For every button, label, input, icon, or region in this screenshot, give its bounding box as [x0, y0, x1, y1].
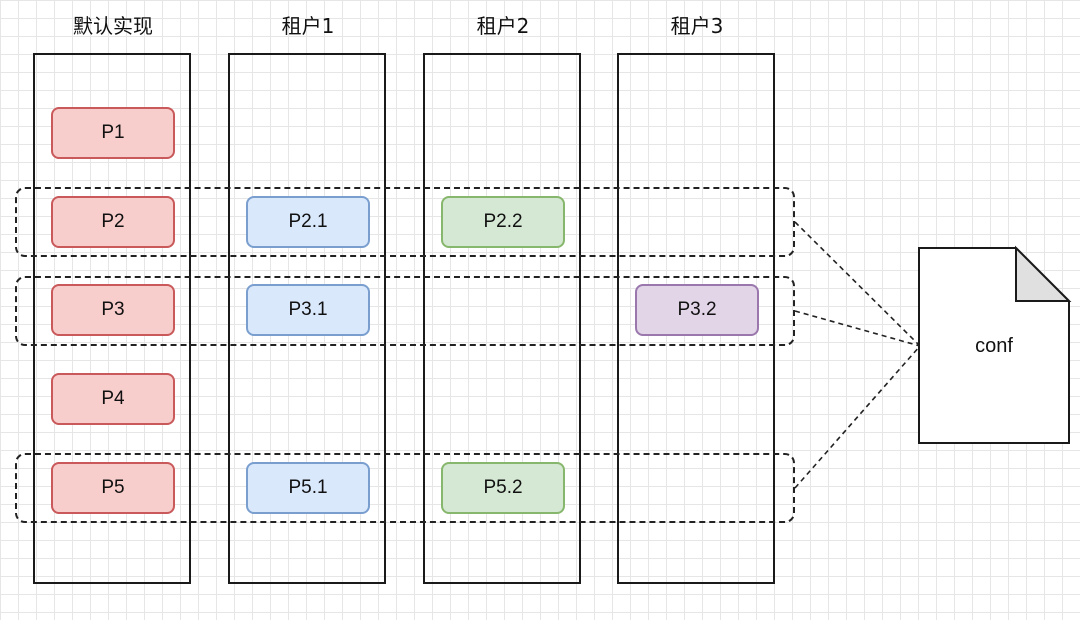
- config-group-p3: [15, 276, 795, 346]
- config-group-p2: [15, 187, 795, 257]
- column-title-default: 默认实现: [73, 14, 153, 38]
- column-tenant-1: [228, 53, 386, 584]
- node-p2-1[interactable]: P2.1: [246, 196, 370, 248]
- column-tenant-3: [617, 53, 775, 584]
- config-group-p5: [15, 453, 795, 523]
- column-title-tenant-1: 租户1: [281, 14, 335, 38]
- column-title-tenant-3: 租户3: [670, 14, 724, 38]
- column-tenant-2: [423, 53, 581, 584]
- node-p4[interactable]: P4: [51, 373, 175, 425]
- column-title-tenant-2: 租户2: [476, 14, 530, 38]
- column-default: [33, 53, 191, 584]
- node-p2[interactable]: P2: [51, 196, 175, 248]
- conf-file-label[interactable]: conf: [975, 335, 1013, 357]
- node-p5-2[interactable]: P5.2: [441, 462, 565, 514]
- node-p3-2[interactable]: P3.2: [635, 284, 759, 336]
- node-p5-1[interactable]: P5.1: [246, 462, 370, 514]
- conf-file-fold: [1015, 245, 1072, 302]
- node-p1[interactable]: P1: [51, 107, 175, 159]
- connector-p3-conf: [794, 310, 921, 347]
- connector-p2-conf: [794, 221, 921, 347]
- node-p3-1[interactable]: P3.1: [246, 284, 370, 336]
- node-p5[interactable]: P5: [51, 462, 175, 514]
- node-p2-2[interactable]: P2.2: [441, 196, 565, 248]
- connector-p5-conf: [794, 345, 921, 489]
- node-p3[interactable]: P3: [51, 284, 175, 336]
